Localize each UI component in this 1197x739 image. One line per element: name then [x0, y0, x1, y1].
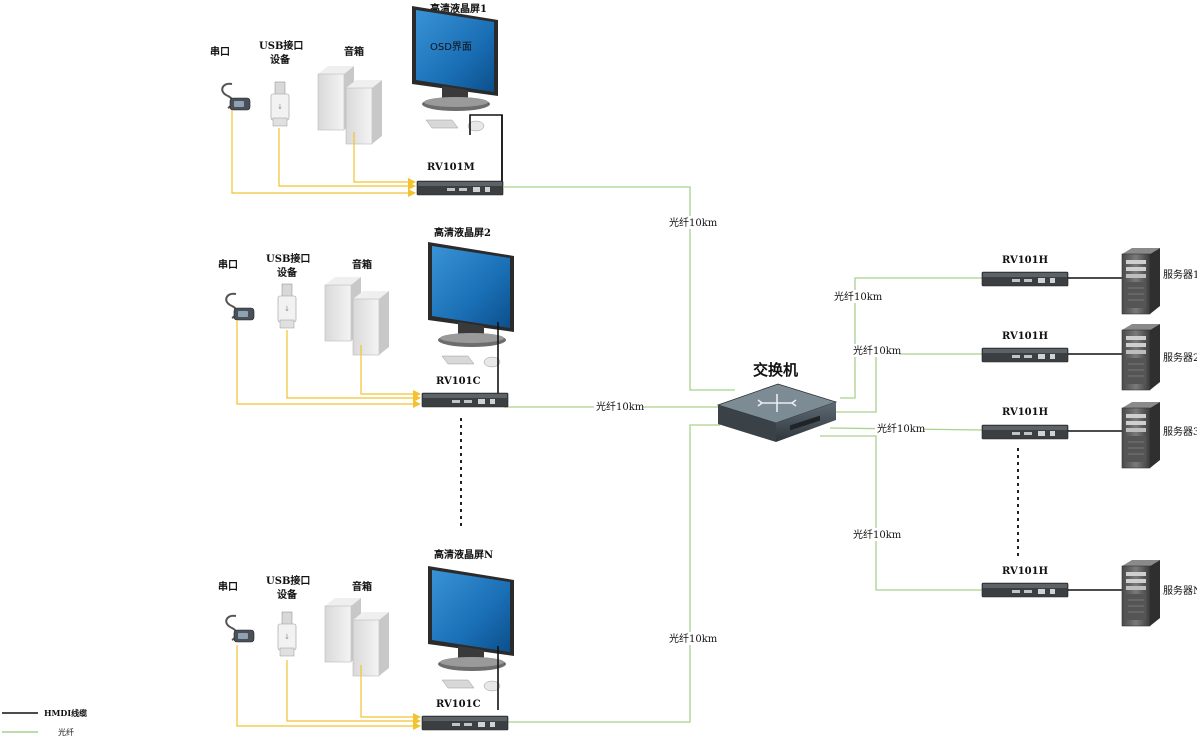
server-1-box [981, 271, 1069, 287]
fiber-label-5: 光纤10km [853, 344, 902, 357]
monitor-1-icon [411, 5, 499, 132]
speaker-2-label: 音箱 [352, 258, 372, 271]
osd-label: OSD界面 [430, 41, 472, 53]
server-2: RV101H 服务器2 [981, 323, 1197, 391]
speaker-n-icon [324, 597, 390, 677]
server-n-tower-icon [1121, 559, 1161, 627]
server-1-device-label: RV101H [1002, 255, 1048, 266]
device-n-box [421, 715, 509, 731]
fiber-lines [504, 186, 983, 723]
server-2-box [981, 347, 1069, 363]
fiber-label-6: 光纤10km [877, 422, 926, 435]
switch-arrows-icon [757, 394, 797, 412]
server-3-tower-icon [1121, 401, 1161, 469]
serial-n-label: 串口 [218, 580, 238, 593]
server-3-name: 服务器3 [1163, 425, 1197, 438]
station-2: 高清液晶屏2 串口 USB接口 设备 音箱 RV101C [218, 226, 515, 408]
server-2-name: 服务器2 [1163, 351, 1197, 364]
server-n-device-label: RV101H [1002, 566, 1048, 577]
monitor-n-label: 高清液晶屏N [434, 548, 493, 561]
device-1-label: RV101M [427, 162, 475, 173]
monitor-2-icon [427, 241, 515, 368]
fiber-label-7: 光纤10km [853, 528, 902, 541]
fiber-label-4: 光纤10km [834, 290, 883, 303]
server-3: RV101H 服务器3 [981, 401, 1197, 469]
usb-n-label-line1: USB接口 [266, 574, 310, 587]
usb-n-icon [277, 611, 297, 657]
speaker-2-icon [324, 276, 390, 356]
switch-label: 交换机 [753, 361, 798, 379]
serial-1-icon [221, 82, 251, 111]
legend: HMDI线缆 光纤 [2, 708, 87, 737]
speaker-1-icon [317, 65, 383, 145]
server-1-name: 服务器1 [1163, 268, 1197, 281]
station-1: 高清液晶屏1 OSD界面 串口 USB接口 设备 音箱 RV101M [210, 2, 504, 197]
server-n-name: 服务器N [1163, 584, 1197, 597]
fiber-label-3: 光纤10km [669, 632, 718, 645]
server-1-tower-icon [1121, 247, 1161, 315]
usb-2-label-line1: USB接口 [266, 252, 310, 265]
usb-n-label-line2: 设备 [277, 588, 298, 601]
server-3-device-label: RV101H [1002, 407, 1048, 418]
legend-hdmi-label: HMDI线缆 [44, 708, 87, 718]
monitor-2-label: 高清液晶屏2 [434, 226, 491, 239]
fiber-labels: 光纤10km 光纤10km 光纤10km 光纤10km 光纤10km 光纤10k… [594, 216, 926, 645]
device-n-label: RV101C [436, 699, 481, 710]
station-n: 高清液晶屏N 串口 USB接口 设备 音箱 RV101C [218, 548, 515, 731]
usb-1-label-line2: 设备 [270, 53, 291, 66]
speaker-1-label: 音箱 [344, 45, 364, 58]
fiber-label-2: 光纤10km [596, 400, 645, 413]
server-1: RV101H 服务器1 [981, 247, 1197, 315]
monitor-n-icon [427, 565, 515, 692]
usb-1-icon [270, 81, 290, 127]
device-1-box [416, 180, 504, 196]
usb-2-icon [277, 283, 297, 329]
server-2-tower-icon [1121, 323, 1161, 391]
serial-1-label: 串口 [210, 45, 230, 58]
legend-fiber-label: 光纤 [58, 727, 74, 737]
usb-1-label-line1: USB接口 [259, 39, 303, 52]
speaker-n-label: 音箱 [352, 580, 372, 593]
usb-2-label-line2: 设备 [277, 266, 298, 279]
server-n-box [981, 582, 1069, 598]
serial-n-icon [225, 614, 255, 643]
server-2-device-label: RV101H [1002, 331, 1048, 342]
server-3-box [981, 424, 1069, 440]
serial-2-label: 串口 [218, 258, 238, 271]
device-2-box [421, 392, 509, 408]
device-2-label: RV101C [436, 376, 481, 387]
switch: 交换机 [716, 361, 838, 442]
serial-2-icon [225, 292, 255, 321]
server-n: RV101H 服务器N [981, 559, 1197, 627]
fiber-label-1: 光纤10km [669, 216, 718, 229]
